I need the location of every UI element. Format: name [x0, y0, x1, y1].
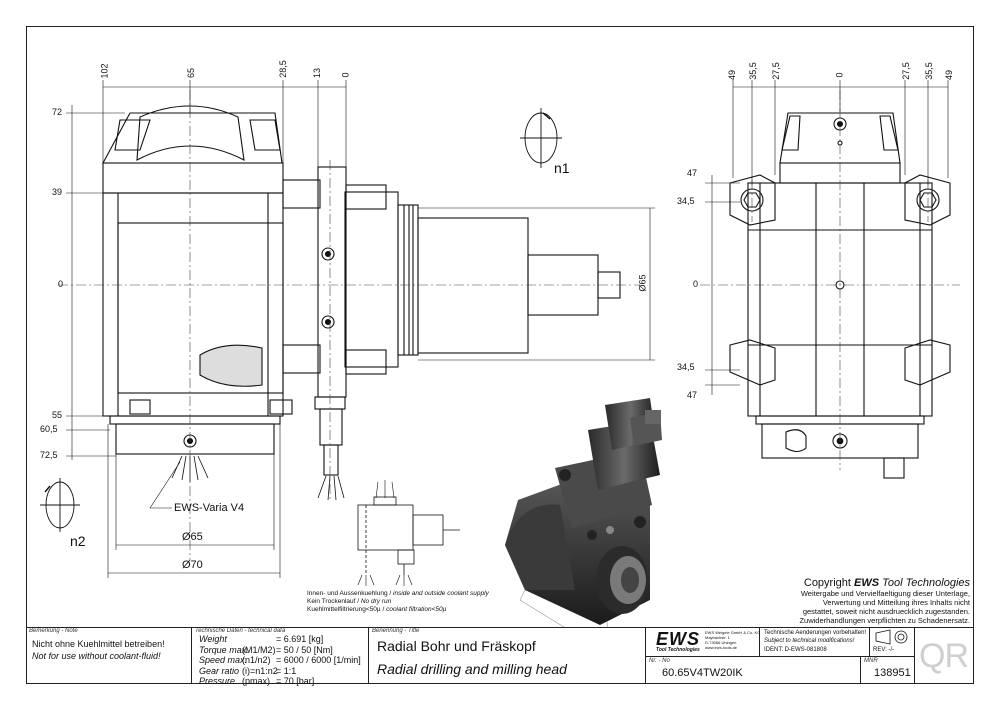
mnr-number: 138951: [874, 667, 911, 679]
remark-en: Not for use without coolant-fluid!: [32, 651, 161, 661]
rotation-label-n2: n2: [70, 533, 86, 549]
product-render: [505, 398, 662, 627]
company-address: EWS Weigele GmbH & Co. KG Maybachstr. 1 …: [705, 630, 761, 650]
coupling-label: EWS-Varia V4: [174, 502, 245, 514]
coolant-line-1: Innen- und Aussenkuehlung / inside and o…: [307, 590, 489, 597]
dim-front-left-34-5-b: 34,5: [677, 362, 695, 372]
dim-top-0: 0: [340, 72, 351, 78]
dim-diameter-65: Ø65: [182, 531, 203, 543]
dim-left-72: 72: [52, 107, 63, 117]
dim-left-0: 0: [58, 279, 64, 289]
qr-cell: QR: [915, 627, 974, 684]
projection-symbol-cell: REV: -/-: [870, 627, 915, 657]
copyright-line-3: gestattet, soweit nicht ausdruecklich zu…: [802, 607, 970, 616]
tech-row-torque: Torque max.(M1/M2)= 50 / 50 [Nm]: [199, 644, 333, 655]
copyright-line-2: Verwertung und Mitteilung ihres Inhalts …: [822, 598, 970, 607]
tech-row-speed: Speed max.(n1/n2)= 6000 / 6000 [1/min]: [199, 655, 361, 665]
dim-front-top-27-5-r: 27,5: [900, 62, 911, 80]
company-cell: EWS Tool Technologies EWS Weigele GmbH &…: [646, 627, 760, 657]
tech-row-weight: Weight= 6.691 [kg]: [199, 634, 324, 644]
remark-caption: Bemerkung - Note: [29, 628, 78, 634]
dim-top-102: 102: [99, 63, 110, 79]
mnr-cell: MNR 138951: [861, 657, 915, 684]
technical-rows: Weight= 6.691 [kg] Torque max.(M1/M2)= 5…: [199, 634, 361, 687]
remark-cell: Bemerkung - Note Nicht ohne Kuehlmittel …: [26, 627, 192, 684]
title-cell: Benennung - Title Radial Bohr und Fräsko…: [369, 627, 646, 684]
projection-symbol-icon: [875, 629, 908, 645]
side-view: [102, 105, 621, 501]
changes-en: Subject to technical modifications!: [764, 638, 855, 644]
dim-diameter-spindle: Ø65: [637, 274, 648, 292]
title-caption: Benennung - Title: [372, 628, 420, 634]
copyright-line-1: Weitergabe und Vervielfaeltigung dieser …: [800, 589, 970, 598]
company-logo-sub: Tool Technologies: [656, 647, 700, 653]
dim-front-top-35-5-l: 35,5: [747, 62, 758, 80]
dim-diameter-70: Ø70: [182, 559, 203, 571]
dim-front-top-27-5-l: 27,5: [770, 62, 781, 80]
coolant-note: Innen- und Aussenkuehlung / inside and o…: [307, 590, 489, 614]
dim-top-65: 65: [186, 67, 197, 79]
technical-drawing: [40, 80, 960, 627]
mnr-caption: MNR: [864, 658, 878, 664]
part-caption: Nr. - No: [649, 658, 670, 664]
technical-data-cell: Technische Daten - technical data Weight…: [192, 627, 369, 687]
tech-row-gear: Gear ratio(i)=n1:n2= 1:1: [199, 665, 297, 676]
dim-front-left-47-t: 47: [687, 168, 698, 178]
qr-placeholder: QR: [919, 637, 969, 675]
copyright-heading: Copyright EWS Tool Technologies: [803, 577, 970, 589]
changes-cell: Technische Aenderungen vorbehalten! Subj…: [760, 627, 870, 657]
dim-front-top-35-5-r: 35,5: [923, 62, 934, 80]
drawing-frame: [26, 26, 974, 684]
coolant-line-3: Kuehlmittelfiltrierung<50µ / coolant fil…: [307, 606, 447, 613]
title-de: Radial Bohr und Fräskopf: [377, 638, 536, 654]
dim-left-39: 39: [52, 187, 63, 197]
dim-front-top-0: 0: [834, 72, 845, 78]
remark-de: Nicht ohne Kuehlmittel betreiben!: [32, 639, 165, 649]
dim-top-13: 13: [312, 67, 323, 79]
title-block: [26, 627, 974, 684]
copyright-block: Copyright EWS Tool Technologies Weiterga…: [799, 577, 970, 625]
coolant-line-2: Kein Trockenlauf / No dry run: [307, 598, 392, 605]
dim-left-55: 55: [52, 410, 63, 420]
dim-front-left-34-5-t: 34,5: [677, 196, 695, 206]
copyright-line-4: Zuwiderhandlungen verpflichten zu Schade…: [799, 616, 970, 625]
tech-row-pressure: Pressure(pmax)= 70 [bar]: [199, 676, 315, 686]
dim-front-top-49-r: 49: [944, 69, 955, 81]
dim-front-top-49-l: 49: [727, 69, 738, 81]
ident: IDENT: D-EWS-081808: [764, 647, 827, 653]
rotation-label-n1: n1: [554, 160, 570, 176]
title-en: Radial drilling and milling head: [377, 661, 567, 677]
rev: REV: -/-: [873, 647, 895, 653]
part-number: 60.65V4TW20IK: [662, 667, 743, 679]
dimension-labels: 102 65 28,5 13 0 72 39 0 55 60,5 72,5 Ø6…: [40, 60, 955, 571]
dim-top-28-5: 28,5: [277, 60, 288, 78]
technical-caption: Technische Daten - technical data: [195, 628, 286, 634]
dim-left-60-5: 60,5: [40, 424, 58, 434]
dim-left-72-5: 72,5: [40, 450, 58, 460]
dim-front-left-47-b: 47: [687, 390, 698, 400]
coolant-schematic: [357, 480, 460, 586]
dim-front-left-0: 0: [693, 279, 699, 289]
part-number-cell: Nr. - No 60.65V4TW20IK: [646, 657, 861, 684]
company-logo: EWS: [656, 629, 701, 649]
changes-de: Technische Aenderungen vorbehalten!: [764, 630, 867, 636]
